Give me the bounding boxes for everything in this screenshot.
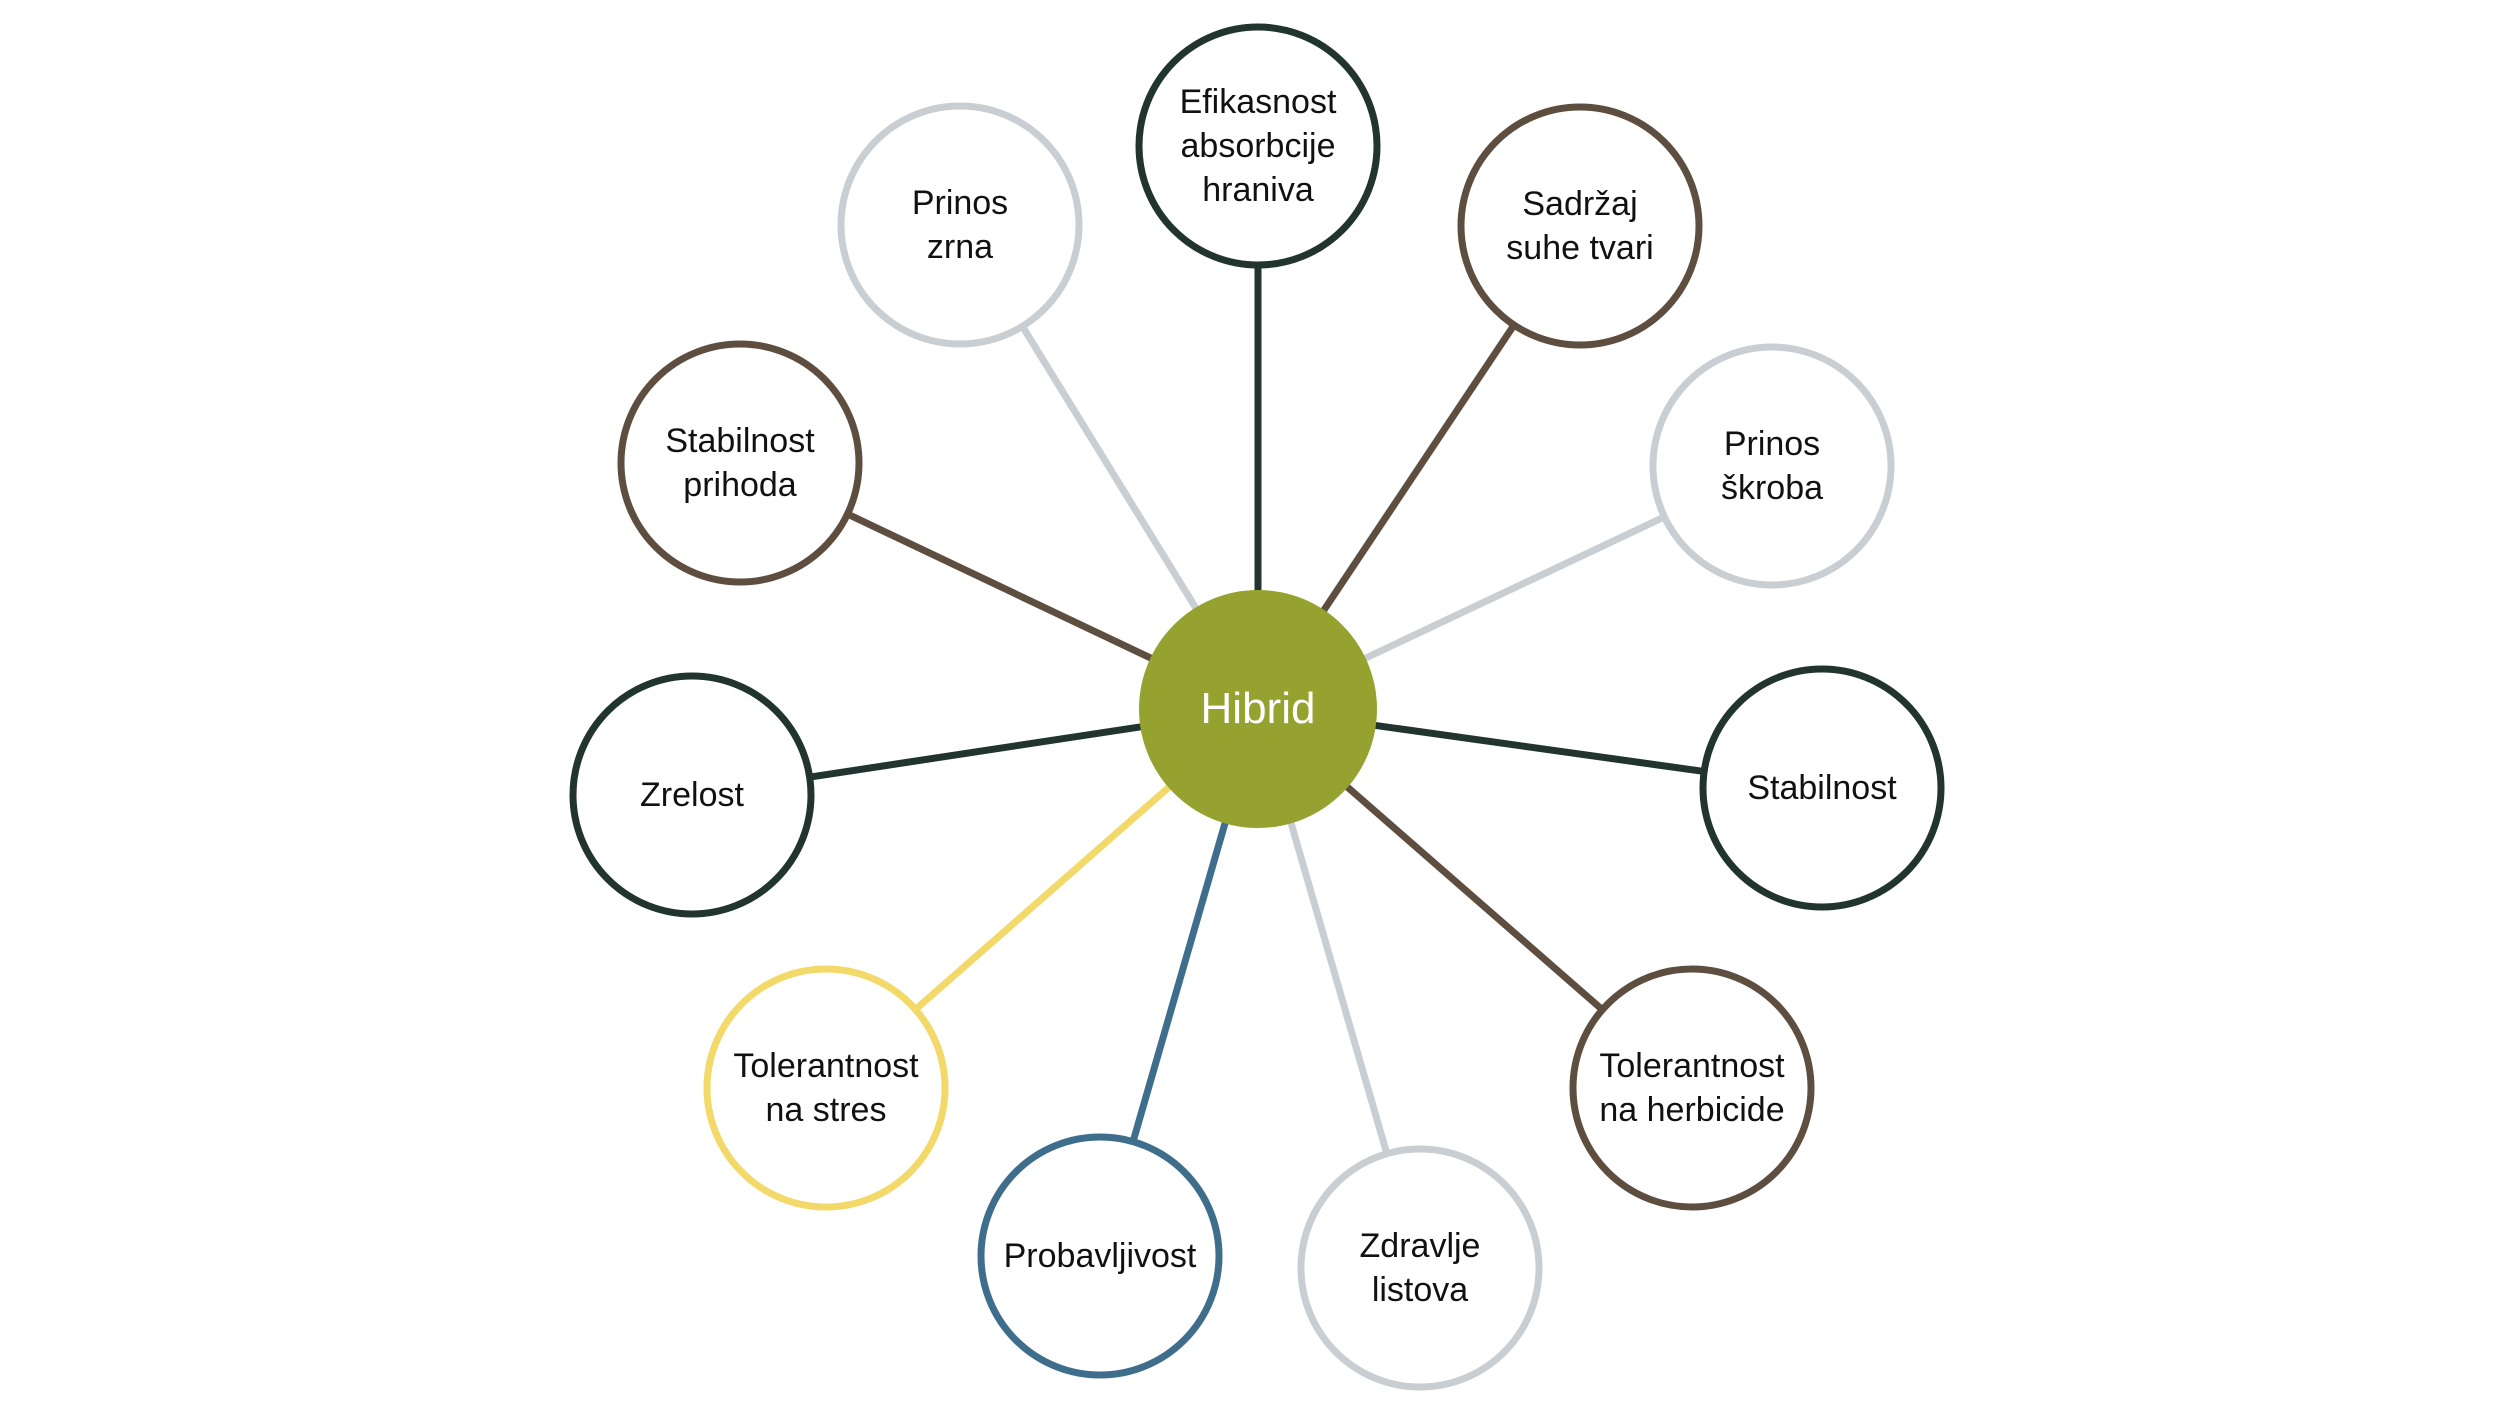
connector-prinos-zrna	[1020, 327, 1201, 613]
connector-prinos-skroba	[1360, 514, 1664, 664]
node-circle-prinos-skroba	[1649, 343, 1895, 589]
node-circle-zrelost	[569, 672, 815, 918]
node-circle-stabilnost-prihoda	[617, 340, 863, 586]
connectors	[812, 268, 1702, 1152]
connector-tolerantnost-herbicide	[1342, 782, 1603, 1011]
connector-probavljivost	[1130, 818, 1230, 1140]
connector-sadrzaj	[1318, 325, 1516, 616]
hub-circle	[1139, 590, 1377, 828]
connector-stabilnost	[1371, 721, 1702, 775]
node-circle-tolerantnost-stres	[703, 965, 949, 1211]
connector-zdravlje-listova	[1286, 818, 1390, 1152]
node-circles	[569, 23, 1945, 1391]
node-circle-zdravlje-listova	[1297, 1145, 1543, 1391]
node-circle-stabilnost	[1699, 665, 1945, 911]
node-circle-probavljivost	[977, 1133, 1223, 1379]
node-circle-efikasnost	[1135, 23, 1381, 269]
connector-tolerantnost-stres	[915, 782, 1174, 1011]
node-circle-prinos-zrna	[837, 102, 1083, 348]
connector-stabilnost-prihoda	[848, 512, 1156, 663]
node-circle-sadrzaj	[1457, 103, 1703, 349]
node-circle-tolerantnost-herbicide	[1569, 965, 1815, 1211]
connector-zrelost	[812, 722, 1145, 781]
